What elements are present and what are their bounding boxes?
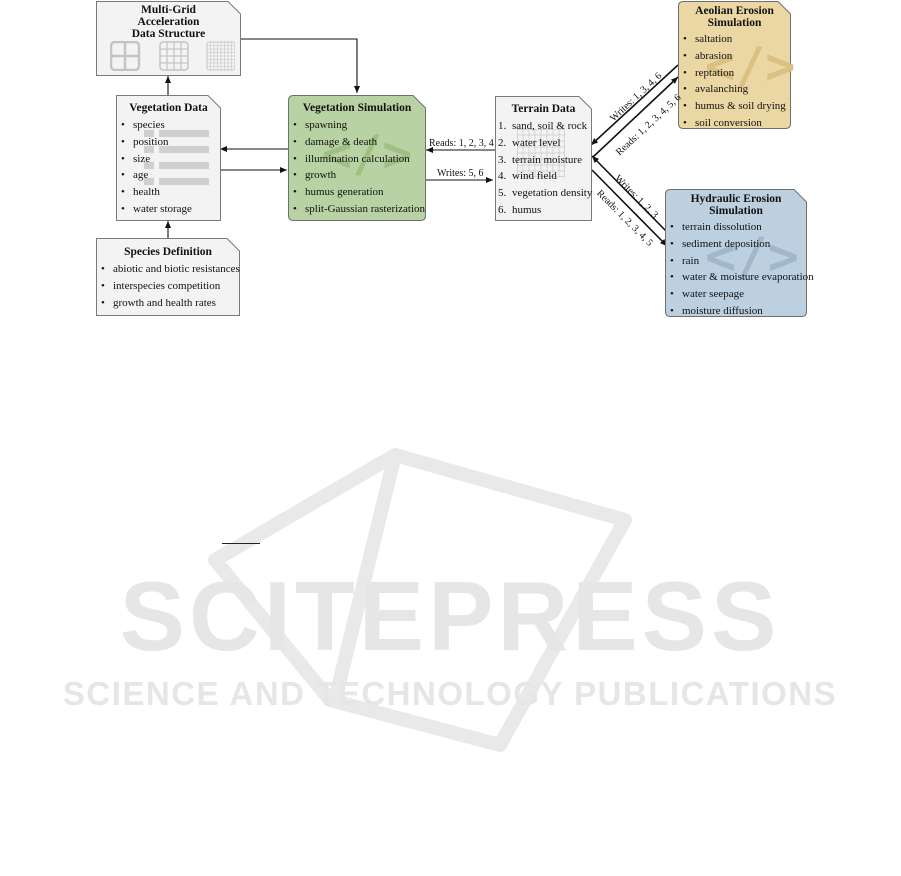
list-item: •species <box>121 119 165 131</box>
hydraulic-erosion-title: Hydraulic Erosion Simulation <box>690 193 782 217</box>
aeolian-erosion-node: </> Aeolian Erosion Simulation •saltatio… <box>678 1 795 132</box>
multigrid-node: Multi-Grid Acceleration Data Structure <box>96 1 241 76</box>
document-shape <box>96 238 240 316</box>
edge-terrain-reads-hydraulic <box>591 169 668 247</box>
list-item: •avalanching <box>683 83 749 96</box>
list-item: •spawning <box>293 119 348 131</box>
list-item: •illumination calculation <box>293 152 410 165</box>
grid-icons <box>110 41 235 71</box>
process-shape <box>288 95 426 221</box>
code-icon: </> <box>705 37 796 95</box>
list-icon <box>144 130 209 185</box>
code-icon: </> <box>705 227 799 287</box>
edge-multigrid-to-vegsim <box>241 38 360 93</box>
vegetation-data-node: Vegetation Data •species •position •size… <box>116 95 221 221</box>
list-item: •position <box>121 135 169 148</box>
aeolian-erosion-title: Aeolian Erosion Simulation <box>695 5 774 29</box>
terrain-data-list: 1.sand, soil & rock 2.water level 3.terr… <box>495 115 592 219</box>
list-item: •saltation <box>683 33 733 45</box>
list-item: •humus & soil drying <box>683 100 786 113</box>
grid-icon <box>517 129 565 177</box>
list-item: •water storage <box>121 202 192 215</box>
list-item: •water & moisture evaporation <box>670 271 814 284</box>
list-item: •sediment deposition <box>670 237 771 250</box>
list-item: •moisture diffusion <box>670 304 763 317</box>
species-definition-list: •abiotic and biotic resistances •intersp… <box>96 258 240 311</box>
label-writes-veg: Writes: 5, 6 <box>437 168 484 179</box>
list-item: •growth <box>293 169 337 182</box>
terrain-data-title: Terrain Data <box>511 103 576 115</box>
list-item: •terrain dissolution <box>670 221 762 233</box>
vegetation-data-title: Vegetation Data <box>129 102 208 114</box>
list-item: •growth and health rates <box>101 296 216 309</box>
list-item: •water seepage <box>670 288 744 301</box>
watermark-subtitle: SCIENCE AND TECHNOLOGY PUBLICATIONS <box>63 675 837 712</box>
edge-aeolian-writes-terrain <box>590 64 679 146</box>
code-icon: </> <box>322 125 413 183</box>
vegetation-simulation-node: </> Vegetation Simulation •spawning •dam… <box>288 95 426 221</box>
watermark-title: SCITEPRESS <box>120 561 781 671</box>
list-item: •interspecies competition <box>101 279 221 292</box>
document-shape <box>495 96 592 221</box>
vegetation-data-list: •species •position •size •age •health •w… <box>116 114 221 218</box>
list-item: •health <box>121 186 160 199</box>
document-shape <box>116 95 221 221</box>
label-reads-veg: Reads: 1, 2, 3, 4 <box>429 138 494 149</box>
watermark-book-logo <box>208 448 632 752</box>
edge-terrain-reads-aeolian <box>592 76 679 158</box>
vegetation-simulation-list: •spawning •damage & death •illumination … <box>288 114 426 218</box>
list-item: •rain <box>670 254 700 267</box>
list-item: 1.sand, soil & rock <box>498 120 588 132</box>
process-shape <box>678 1 791 129</box>
list-item: •split-Gaussian rasterization <box>293 202 426 215</box>
multigrid-title: Multi-Grid Acceleration Data Structure <box>131 4 206 40</box>
list-item: 4.wind field <box>498 170 557 183</box>
list-item: 5.vegetation density <box>498 187 593 200</box>
hydraulic-erosion-node: </> Hydraulic Erosion Simulation •terrai… <box>665 189 814 320</box>
list-item: •soil conversion <box>683 116 762 129</box>
list-item: •humus generation <box>293 186 384 199</box>
list-item: •reptation <box>683 66 735 79</box>
vegetation-simulation-title: Vegetation Simulation <box>302 102 412 114</box>
edge-hydraulic-writes-terrain <box>591 155 668 233</box>
species-definition-title: Species Definition <box>124 246 212 258</box>
list-item: •damage & death <box>293 135 378 148</box>
hydraulic-erosion-list: •terrain dissolution •sediment depositio… <box>665 217 814 320</box>
list-item: 6.humus <box>498 203 542 216</box>
list-item: •abrasion <box>683 49 733 62</box>
stray-underline <box>222 543 260 544</box>
species-definition-node: Species Definition •abiotic and biotic r… <box>96 238 240 316</box>
list-item: •abiotic and biotic resistances <box>101 263 240 275</box>
terrain-data-node: Terrain Data 1.sand, soil & rock 2.water… <box>495 96 592 221</box>
list-item: •age <box>121 169 149 182</box>
list-item: •size <box>121 152 151 165</box>
list-item: 2.water level <box>498 136 561 149</box>
aeolian-erosion-list: •saltation •abrasion •reptation •avalanc… <box>678 29 791 132</box>
list-item: 3.terrain moisture <box>498 153 582 166</box>
process-shape <box>665 189 807 317</box>
